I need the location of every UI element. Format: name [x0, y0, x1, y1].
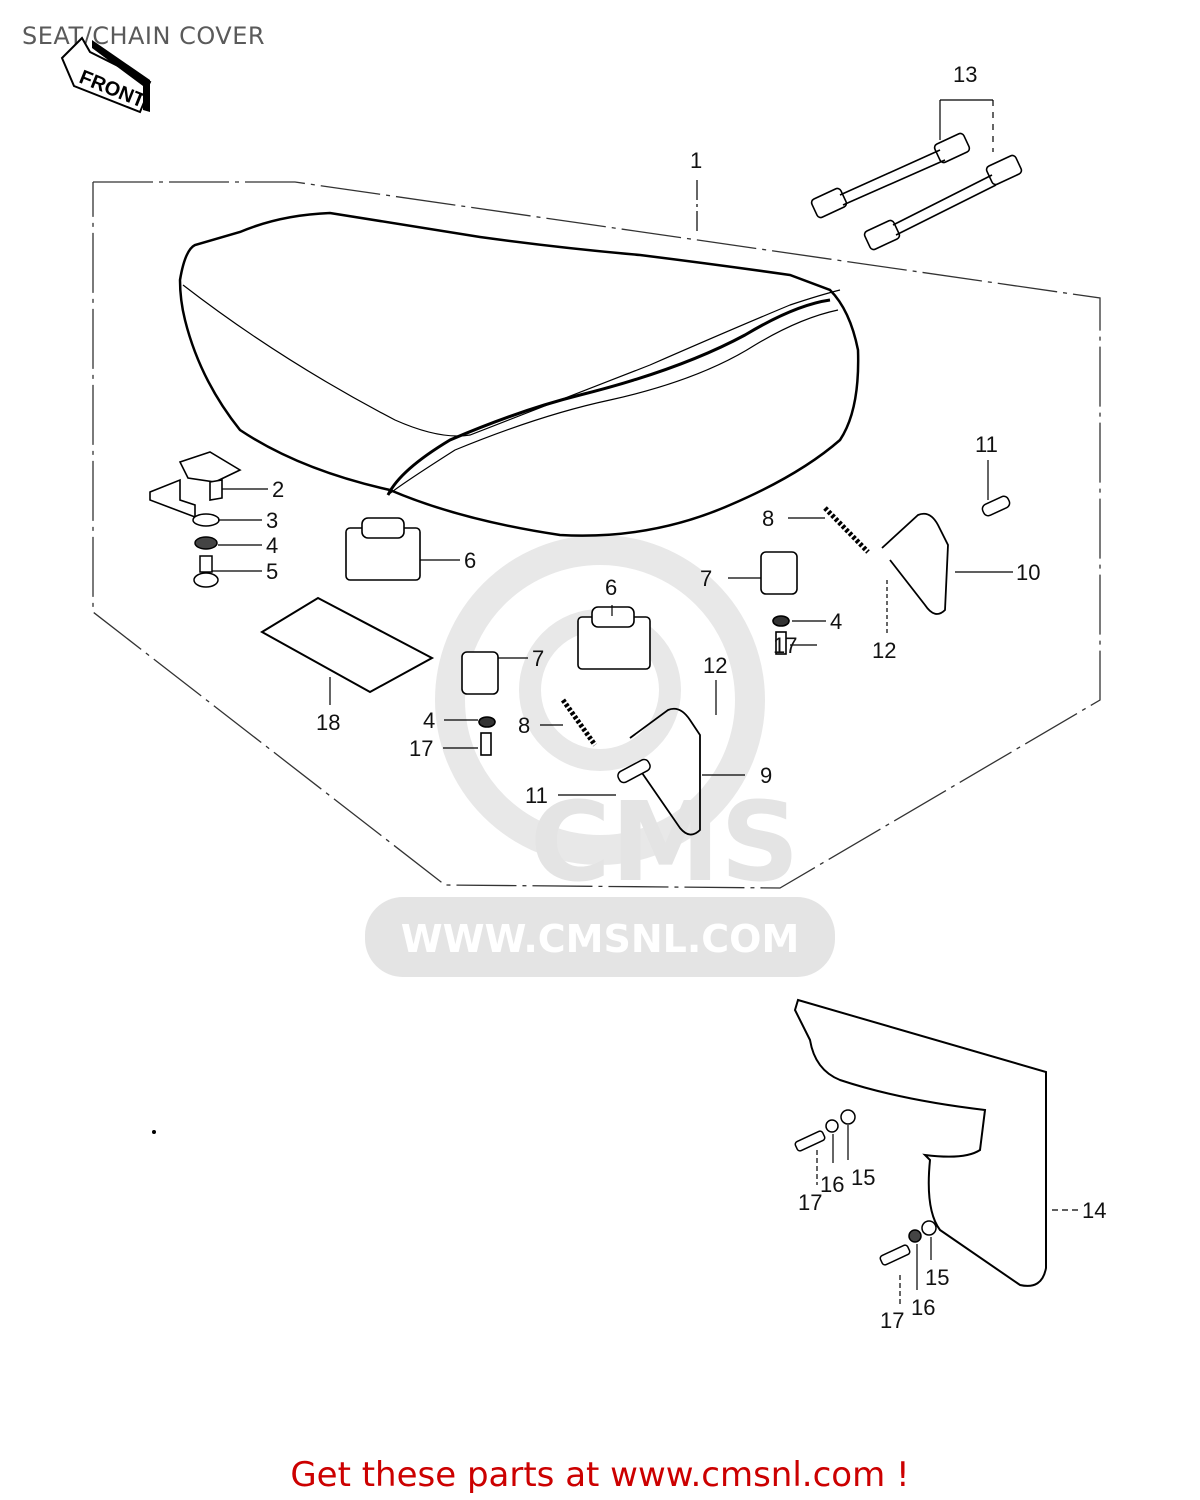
- hinge-part: [629, 512, 949, 836]
- callout-11a: 11: [975, 432, 998, 457]
- callout-12a: 12: [872, 638, 896, 663]
- watermark-logo: CMS: [530, 778, 799, 906]
- seat-strap-part: [810, 132, 1023, 251]
- callout-4b: 4: [830, 609, 842, 634]
- tool-pouch-part: [260, 596, 435, 694]
- damper-part: [345, 517, 651, 670]
- callout-17b: 17: [880, 1308, 904, 1333]
- leader-lines: [212, 99, 1080, 1305]
- callout-14: 14: [1082, 1198, 1106, 1223]
- rear-bracket-part: [461, 551, 798, 756]
- callout-3: 3: [266, 508, 278, 533]
- callout-11b: 11: [525, 783, 548, 808]
- callout-4c: 4: [423, 708, 435, 733]
- stray-dot: [152, 1130, 156, 1134]
- callout-6a: 6: [464, 548, 476, 573]
- callout-13: 13: [953, 62, 977, 87]
- callout-12b: 12: [703, 653, 727, 678]
- callout-4a: 4: [266, 533, 278, 558]
- callout-8b: 8: [518, 713, 530, 738]
- chain-cover-fasteners: [794, 1109, 937, 1266]
- front-bracket-part: [149, 451, 242, 519]
- footer-cta[interactable]: Get these parts at www.cmsnl.com !: [0, 1455, 1200, 1495]
- callout-8a: 8: [762, 506, 774, 531]
- pin-part: [617, 495, 1011, 784]
- callout-9: 9: [760, 763, 772, 788]
- watermark-url: WWW.CMSNL.COM: [401, 917, 800, 961]
- spring-part: [560, 506, 870, 747]
- callout-numbers: 1 2 3 4 5 6 6 7 7 8 8 4 4 9 10 11 11 12 …: [266, 62, 1106, 1333]
- cmsnl-link[interactable]: Get these parts at www.cmsnl.com !: [290, 1455, 910, 1495]
- callout-7a: 7: [700, 566, 712, 591]
- callout-10: 10: [1016, 560, 1040, 585]
- washer-part: [192, 513, 220, 588]
- callout-15a: 15: [851, 1165, 875, 1190]
- callout-1: 1: [690, 148, 702, 173]
- chain-cover-part: [793, 998, 1047, 1287]
- front-arrow-icon: FRONT: [60, 36, 152, 114]
- callout-15b: 15: [925, 1265, 949, 1290]
- callout-7b: 7: [532, 646, 544, 671]
- diagram-title: SEAT/CHAIN COVER: [22, 22, 266, 50]
- callout-17c: 17: [773, 633, 797, 658]
- callout-17a: 17: [798, 1190, 822, 1215]
- callout-16a: 16: [820, 1172, 844, 1197]
- assembly-boundary: [92, 181, 1101, 889]
- callout-17d: 17: [409, 736, 433, 761]
- callout-5: 5: [266, 559, 278, 584]
- callout-16b: 16: [911, 1295, 935, 1320]
- seat-part: [178, 211, 860, 537]
- callout-6b: 6: [605, 575, 617, 600]
- callout-2: 2: [272, 477, 284, 502]
- callout-18: 18: [316, 710, 340, 735]
